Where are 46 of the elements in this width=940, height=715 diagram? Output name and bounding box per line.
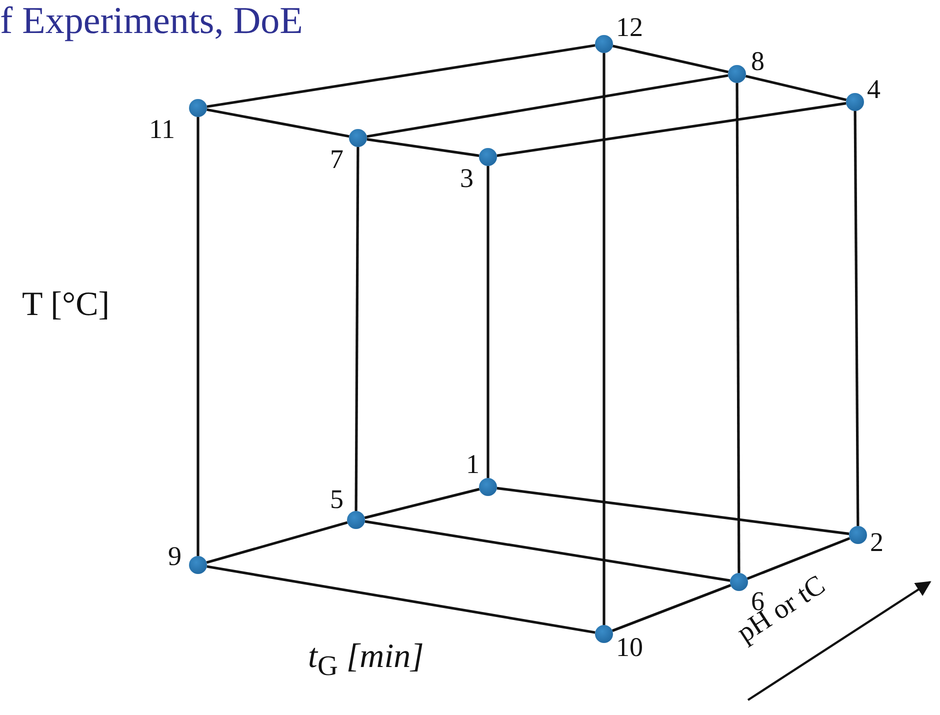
connector-line — [602, 53, 606, 625]
point-number: 5 — [330, 486, 344, 513]
connector-line — [612, 584, 732, 632]
data-point — [846, 93, 864, 111]
point-number: 9 — [168, 543, 182, 570]
connector-line — [496, 486, 850, 536]
connector-line — [854, 111, 860, 526]
axis-label: T [°C] — [22, 288, 110, 322]
connector-line — [206, 521, 348, 564]
connector-line — [206, 44, 596, 108]
point-number: 7 — [330, 146, 344, 173]
connector-line — [366, 74, 728, 138]
point-number: 8 — [751, 48, 764, 75]
connector-line — [486, 166, 490, 478]
data-point — [347, 511, 365, 529]
connector-line — [612, 44, 728, 74]
data-point — [189, 99, 207, 117]
point-number: 2 — [870, 529, 884, 556]
point-number: 4 — [867, 76, 880, 103]
point-number: 12 — [616, 14, 643, 41]
connector-line — [364, 520, 730, 582]
connector-line — [206, 565, 596, 634]
point-number: 1 — [466, 451, 480, 478]
point-number: 3 — [460, 165, 474, 192]
data-point — [730, 573, 748, 591]
data-point — [189, 556, 207, 574]
axis-label: t$_{G}$ [min] — [308, 640, 424, 682]
connector-line — [366, 138, 480, 157]
data-point — [728, 65, 746, 83]
data-point — [479, 148, 497, 166]
connector-line — [206, 108, 350, 138]
data-point — [479, 478, 497, 496]
point-number: 10 — [616, 634, 643, 661]
connector-line — [354, 147, 360, 511]
title: f Experiments, DoE — [0, 2, 303, 40]
connector-line — [736, 83, 740, 573]
connector-line — [364, 488, 480, 520]
data-point — [849, 526, 867, 544]
connector-line — [746, 537, 850, 580]
connector-line — [496, 102, 846, 157]
data-point — [349, 129, 367, 147]
data-point — [595, 35, 613, 53]
point-number: 11 — [149, 116, 175, 143]
connector-line — [196, 117, 200, 556]
data-point — [595, 625, 613, 643]
connector-line — [745, 74, 847, 102]
